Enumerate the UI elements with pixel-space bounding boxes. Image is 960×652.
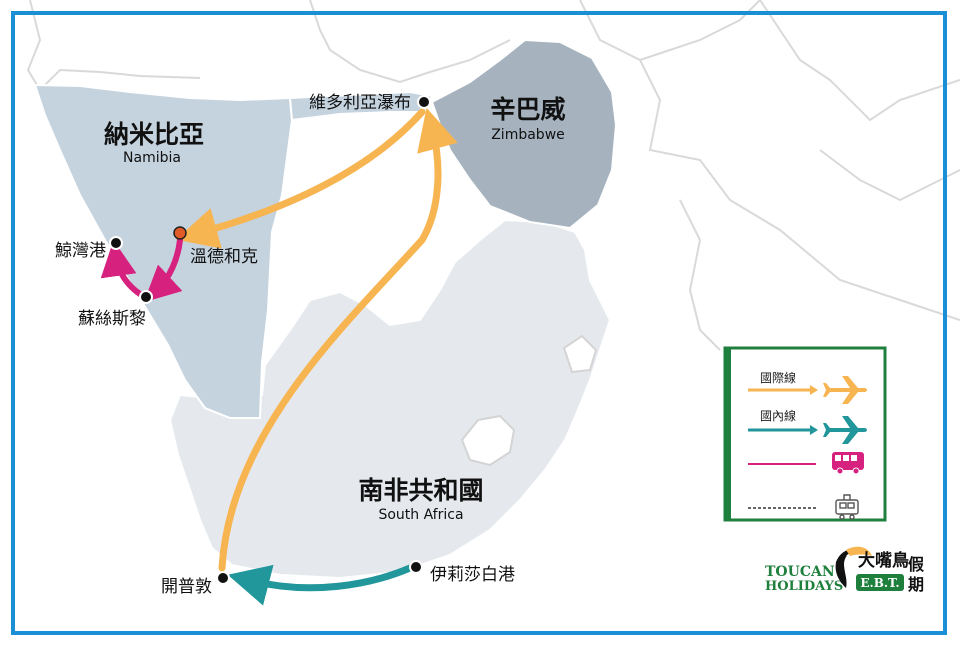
train-icon (835, 494, 859, 520)
route-swakopmund-walvis-bay (100, 240, 143, 297)
eswatini-region (562, 334, 598, 374)
route-victoria-falls-windhoek (175, 108, 426, 249)
airplane-icon (823, 376, 867, 404)
legend-domestic-label: 國內線 (760, 408, 796, 423)
walvis-bay-label: 鯨灣港 (55, 241, 106, 261)
south-africa-name-zh: 南非共和國 (358, 476, 483, 505)
cape-town-label: 開普敦 (161, 577, 212, 597)
swakopmund-label: 蘇絲斯黎 (78, 309, 146, 329)
city-markers (109, 95, 431, 585)
legend: 國際線 國內線 (723, 346, 887, 522)
port-elizabeth-marker (409, 560, 423, 574)
legend-box (723, 346, 887, 522)
legend-international-label: 國際線 (760, 370, 796, 385)
brand-zh-name: 大嘴鳥 (858, 550, 909, 571)
bus-icon (832, 452, 864, 475)
toucan-bird-icon (835, 546, 872, 588)
brand-line1: TOUCAN (765, 564, 835, 580)
namibia-region (33, 83, 294, 419)
victoria-falls-label: 維多利亞瀑布 (309, 93, 411, 113)
port-elizabeth-label: 伊莉莎白港 (430, 565, 515, 585)
namibia-name-zh: 納米比亞 (104, 120, 204, 149)
brand-zh-side1: 假 (908, 555, 925, 574)
airplane-icon (823, 416, 867, 444)
lesotho-region (460, 414, 516, 467)
route-port-elizabeth-cape-town (227, 564, 414, 606)
windhoek-label: 溫德和克 (190, 247, 258, 267)
cape-town-marker (216, 571, 230, 585)
south-africa-name-en: South Africa (378, 507, 463, 523)
zimbabwe-name-en: Zimbabwe (491, 127, 565, 143)
windhoek-marker (173, 226, 187, 240)
brand-line2: HOLIDAYS (765, 579, 843, 594)
brand-zh-side2: 期 (908, 575, 924, 594)
walvis-bay-marker (109, 236, 123, 250)
zimbabwe-region (430, 38, 618, 230)
zimbabwe-name-zh: 辛巴威 (490, 95, 565, 124)
swakopmund-marker (139, 290, 153, 304)
land-outlines (26, 0, 960, 351)
brand-badge: E.B.T. (860, 576, 899, 590)
route-cape-town-victoria-falls (218, 107, 458, 572)
map-frame (11, 11, 947, 635)
toucan-holidays-logo: TOUCAN HOLIDAYS 大嘴鳥 假 期 E.B.T. (765, 546, 925, 594)
namibia-name-en: Namibia (123, 150, 181, 166)
route-windhoek-swakopmund (143, 237, 183, 303)
routes (100, 107, 458, 606)
victoria-falls-marker (417, 95, 431, 109)
